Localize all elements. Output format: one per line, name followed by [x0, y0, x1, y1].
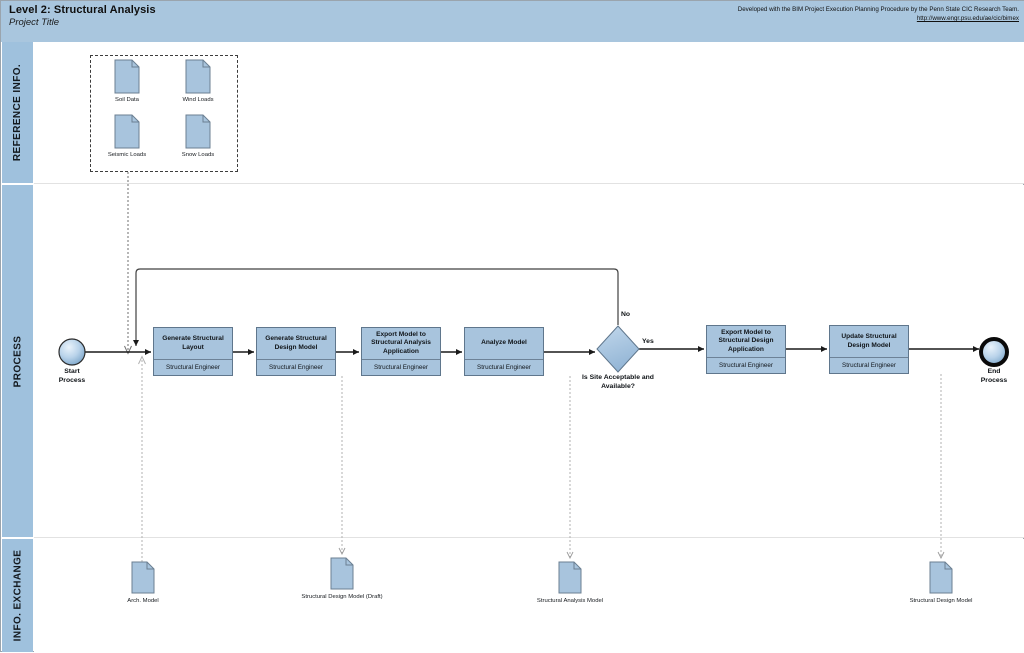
task-title: Generate Structural Design Model	[265, 335, 327, 351]
lane-label-process: PROCESS	[2, 185, 33, 537]
task-role: Structural Engineer	[830, 357, 908, 373]
lane-label-info-exchange: INFO. EXCHANGE	[2, 539, 33, 652]
task-title: Export Model to Structural Design Applic…	[718, 328, 774, 353]
flow-label-no: No	[621, 311, 631, 318]
task-role: Structural Engineer	[362, 359, 440, 375]
info-exchange-label-structural-design-model: Structural Design Model	[909, 598, 973, 604]
task-title: Update Structural Design Model	[841, 333, 897, 349]
reference-info-group-box	[90, 55, 238, 172]
task-title: Generate Structural Layout	[162, 335, 224, 351]
reference-document-label-1: Wind Loads	[182, 97, 214, 103]
task-role: Structural Engineer	[707, 357, 785, 373]
end-event-label-line1: End	[987, 368, 1001, 375]
end-event-label: End Process	[958, 368, 1024, 385]
task-role: Structural Engineer	[154, 359, 232, 375]
start-event-label: Start Process	[36, 368, 108, 385]
task-title: Export Model to Structural Analysis Appl…	[371, 330, 431, 355]
reference-document-label-2: Seismic Loads	[107, 152, 147, 158]
task-export-model-to-structural-analysis[interactable]: Export Model to Structural Analysis Appl…	[361, 327, 441, 376]
task-title: Analyze Model	[481, 339, 527, 347]
page-header: Level 2: Structural Analysis Project Tit…	[1, 1, 1024, 30]
info-exchange-label-structural-design-draft: Structural Design Model (Draft)	[301, 594, 383, 600]
reference-document-label-3: Snow Loads	[181, 152, 215, 158]
info-exchange-label-structural-analysis-model: Structural Analysis Model	[536, 598, 604, 604]
lane-label-text-reference: REFERENCE INFO.	[12, 63, 23, 162]
lane-label-reference-info: REFERENCE INFO.	[2, 42, 33, 183]
credit-block: Developed with the BIM Project Execution…	[738, 5, 1019, 23]
credit-text: Developed with the BIM Project Execution…	[737, 6, 1019, 13]
header-accent-strip	[1, 29, 1024, 42]
end-event-label-line2: Process	[980, 376, 1008, 384]
credit-url-link[interactable]: http://www.engr.psu.edu/ae/cic/bimex	[916, 15, 1019, 22]
reference-document-label-0: Soil Data	[115, 97, 139, 103]
flow-label-yes: Yes	[642, 338, 654, 345]
page-subtitle: Project Title	[9, 17, 60, 28]
task-role: Structural Engineer	[257, 359, 335, 375]
task-export-model-to-structural-design[interactable]: Export Model to Structural Design Applic…	[706, 325, 786, 374]
lane-label-text-info-exchange: INFO. EXCHANGE	[12, 549, 23, 642]
info-exchange-label-arch-model: Arch. Model	[127, 598, 159, 604]
lane-label-text-process: PROCESS	[12, 335, 24, 387]
gateway-label: Is Site Acceptable and Available?	[582, 374, 654, 390]
task-role: Structural Engineer	[465, 359, 543, 375]
page-title: Level 2: Structural Analysis	[9, 4, 156, 16]
lane-body-info-exchange	[34, 539, 1024, 652]
start-event-label-line2: Process	[58, 376, 86, 384]
start-event-label-line1: Start	[64, 368, 80, 375]
